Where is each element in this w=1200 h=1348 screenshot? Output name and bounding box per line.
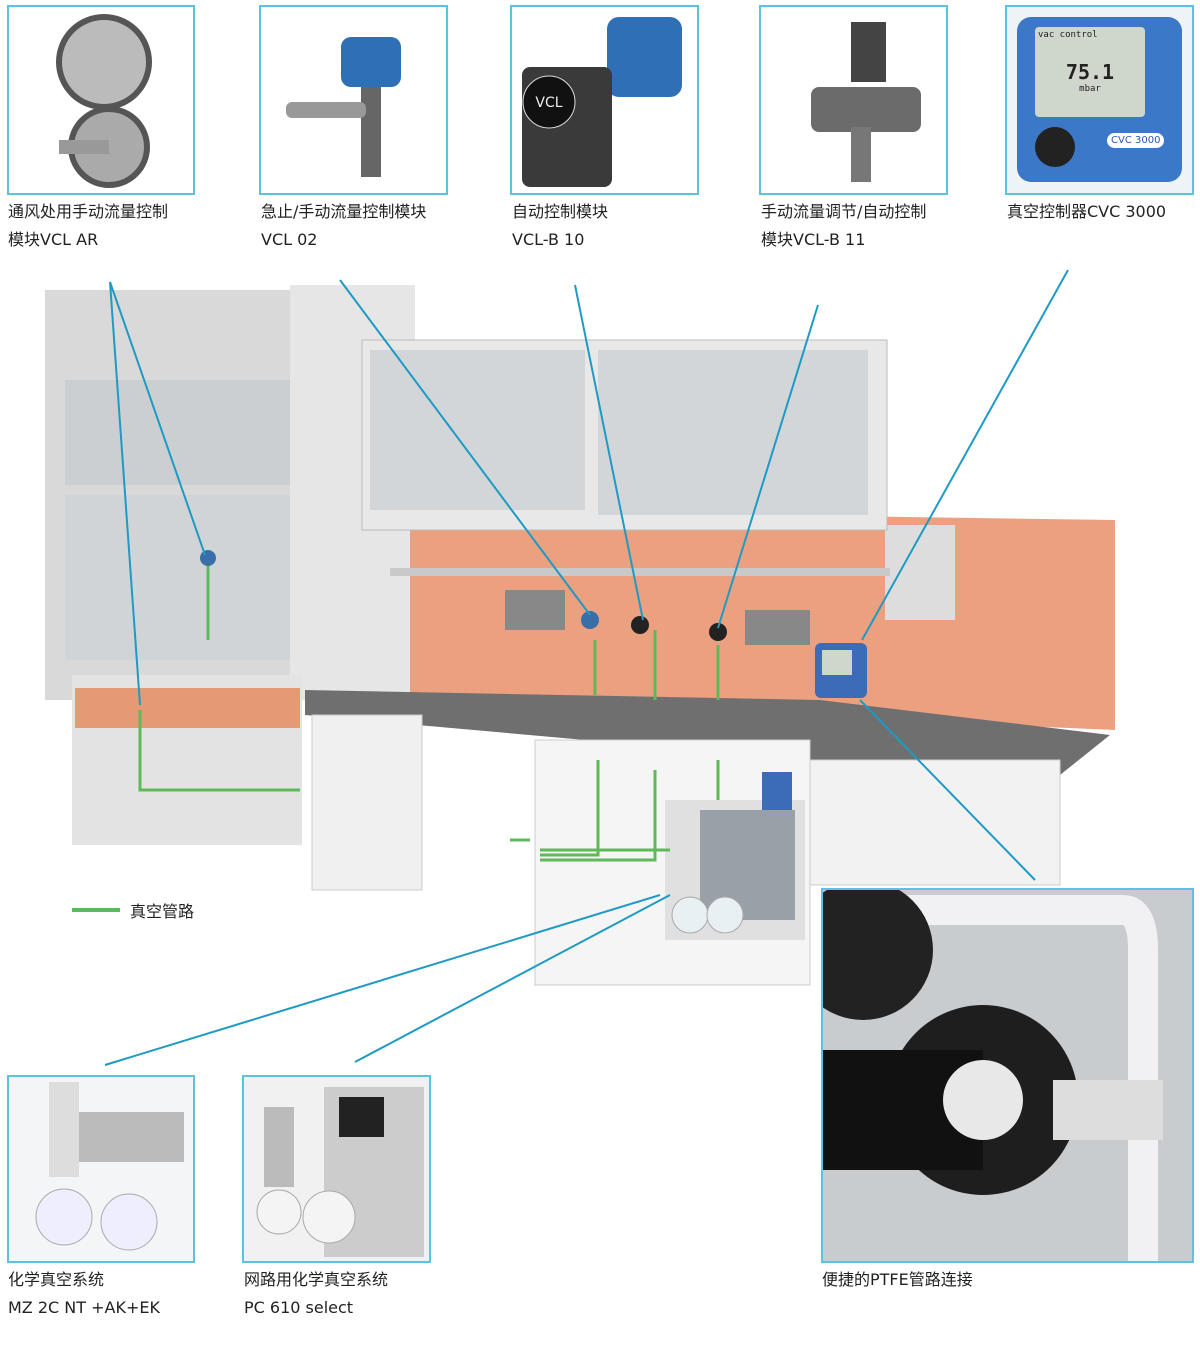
legend-label: 真空管路 [130, 902, 195, 921]
legend: 真空管路 [72, 898, 194, 922]
product-image-pc610 [242, 1075, 431, 1263]
label-ptfe: 便捷的PTFE管路连接 [822, 1270, 973, 1289]
label-vcl-b11: 手动流量调节/自动控制模块VCL-B 11 [761, 202, 927, 249]
product-image-vcl-b11 [759, 5, 948, 195]
leader-lines [104, 269, 1069, 1066]
vacuum-line [138, 565, 720, 862]
photo-ptfe-connection [821, 888, 1194, 1263]
vcl-label: VCL [535, 95, 562, 111]
product-image-vcl-ar [7, 5, 195, 195]
label-cvc3000: 真空控制器CVC 3000 [1007, 202, 1167, 221]
legend-swatch [72, 908, 120, 912]
label-vcl-ar: 通风处用手动流量控制模块VCL AR [8, 202, 169, 249]
product-image-mz2c [7, 1075, 195, 1263]
product-image-vcl-02 [259, 5, 448, 195]
product-image-vcl-b10: VCL [510, 5, 699, 195]
cvc-screen-title: vac control [1038, 30, 1098, 40]
cvc-model: CVC 3000 [1107, 133, 1165, 148]
cvc-value: 75.1 [1065, 60, 1115, 84]
countertop [305, 690, 1110, 775]
cvc-unit: mbar [1079, 84, 1101, 94]
